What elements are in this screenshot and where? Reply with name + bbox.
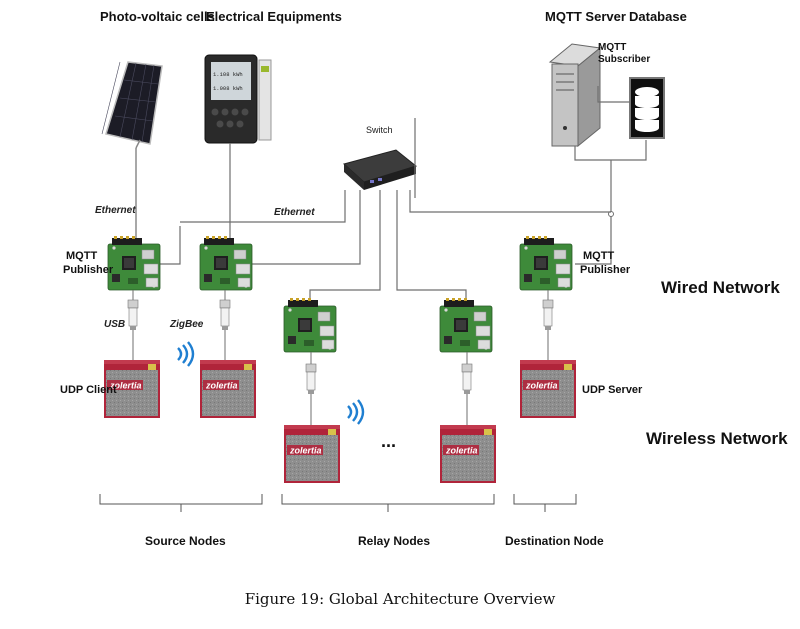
raspberry-pi-board-icon [439, 297, 493, 353]
mqtt-server-label: MQTT Server [545, 9, 626, 24]
udp-client-label: UDP Client [60, 384, 117, 396]
source-nodes-label: Source Nodes [145, 534, 226, 548]
raspberry-pi-board-icon [107, 235, 161, 291]
pv-cells-label: Photo-voltaic cells [100, 9, 215, 24]
network-switch-icon [342, 149, 418, 190]
ethernet-label-mid: Ethernet [274, 207, 315, 218]
meter-reading-1: 1.108 kWh [213, 71, 243, 78]
wireless-signal-icon [346, 398, 365, 426]
mqtt-publisher-label-left-1: MQTT [66, 250, 97, 262]
relay-nodes-brace [281, 494, 495, 512]
wired-network-label: Wired Network [661, 278, 780, 297]
zolertia-mote-icon [284, 425, 340, 483]
solar-panel-icon [101, 61, 163, 149]
usb-dongle-icon [127, 299, 139, 331]
udp-server-label: UDP Server [582, 384, 643, 396]
mqtt-publisher-label-right-2: Publisher [580, 264, 631, 276]
mqtt-subscriber-label-1: MQTT [598, 42, 626, 53]
relay-ellipsis: ... [381, 431, 396, 451]
source-nodes-brace [99, 494, 263, 512]
database-icon [629, 77, 665, 139]
mqtt-publisher-label-right-1: MQTT [583, 250, 614, 262]
usb-dongle-icon [461, 363, 473, 395]
mqtt-publisher-label-left-2: Publisher [63, 264, 114, 276]
usb-dongle-icon [542, 299, 554, 331]
mqtt-subscriber-label-2: Subscriber [598, 54, 650, 65]
zolertia-mote-icon [200, 360, 256, 418]
usb-dongle-icon [305, 363, 317, 395]
ethernet-label-left: Ethernet [95, 205, 136, 216]
usb-dongle-icon [219, 299, 231, 331]
relay-nodes-label: Relay Nodes [358, 534, 430, 548]
equipments-label: Electrical Equipments [206, 9, 342, 24]
energy-meter-icon: 1.108 kWh 1.008 kWh [204, 54, 272, 144]
database-label: Database [629, 9, 687, 24]
destination-node-label: Destination Node [505, 534, 604, 548]
wireless-signal-icon [176, 340, 195, 368]
raspberry-pi-board-icon [519, 235, 573, 291]
raspberry-pi-board-icon [199, 235, 253, 291]
wireless-network-label: Wireless Network [646, 429, 788, 448]
zigbee-label: ZigBee [169, 319, 204, 330]
server-icon [548, 43, 602, 148]
destination-node-brace [513, 494, 577, 512]
zolertia-mote-icon [440, 425, 496, 483]
meter-reading-2: 1.008 kWh [213, 85, 243, 92]
zolertia-mote-icon [520, 360, 576, 418]
switch-label: Switch [366, 125, 393, 135]
usb-label: USB [104, 319, 125, 330]
raspberry-pi-board-icon [283, 297, 337, 353]
figure-caption: Figure 19: Global Architecture Overview [245, 590, 556, 608]
